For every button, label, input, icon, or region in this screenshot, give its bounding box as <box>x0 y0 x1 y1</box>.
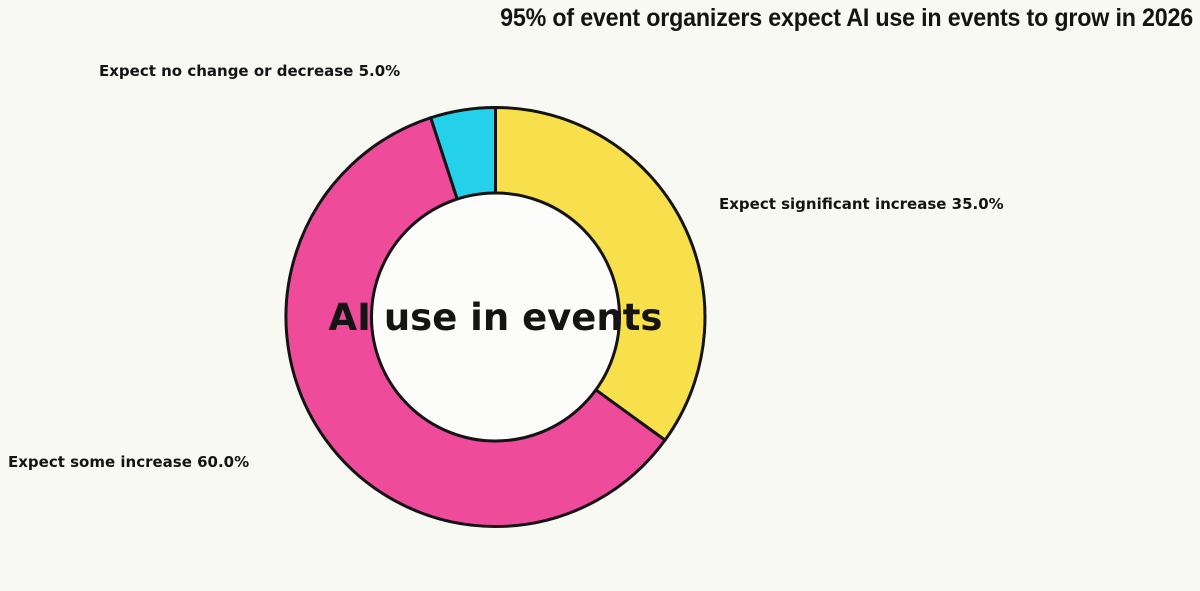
page-title: 95% of event organizers expect AI use in… <box>500 4 1193 32</box>
slice-label-significant-increase: Expect significant increase 35.0% <box>719 195 1004 213</box>
slice-label-some-increase: Expect some increase 60.0% <box>8 453 250 471</box>
donut-hole <box>370 191 621 443</box>
slice-label-no-change: Expect no change or decrease 5.0% <box>99 62 401 80</box>
